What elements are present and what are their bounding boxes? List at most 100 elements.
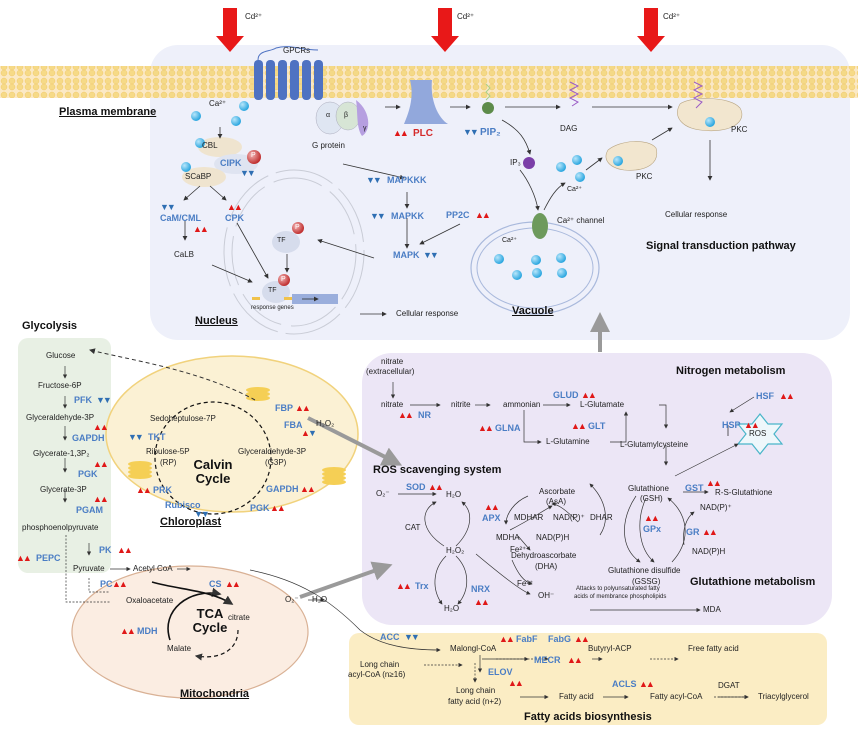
hsf-label: HSF (756, 391, 774, 401)
calvin-cycle-label: Calvin Cycle (193, 457, 233, 486)
sedo-label: Sedoheptulose-7P (150, 414, 216, 423)
pkc-membrane (677, 98, 743, 132)
cam-cml-label: CaM/CML (160, 213, 201, 223)
ros-star (736, 413, 784, 455)
fatty-acyl-coa-label: Fatty acyl-CoA (650, 692, 703, 701)
cd-label-2: Cd²⁺ (457, 12, 475, 21)
lcfa-label-2: fatty acid (n+2) (448, 697, 502, 706)
o2-mito-label: O₂⁻ (285, 595, 299, 604)
glutathione-title: Glutathione metabolism (690, 576, 816, 588)
acc-label: ACC (380, 632, 400, 642)
ros-title: ROS scavenging system (373, 464, 502, 476)
cd-arrow-3 (637, 8, 665, 52)
ca-label-1: Ca²⁺ (209, 99, 227, 108)
free-fa-label: Free fatty acid (688, 644, 739, 653)
g-beta-label: β (344, 112, 349, 119)
fbp-label: FBP (275, 403, 293, 413)
nitrite-label: nitrite (451, 400, 471, 409)
pc-up-icon: ▲▲ (112, 579, 128, 589)
pfk-label: PFK (74, 395, 92, 405)
oxaloacetate-label: Oxaloacetate (126, 596, 174, 605)
oh-label: OH⁻ (538, 591, 555, 600)
pp2c-up-icon: ▲▲ (475, 210, 491, 220)
mdh-label: MDH (137, 626, 158, 636)
ros-label: ROS (749, 429, 767, 438)
acls-up-icon: ▲▲ (639, 679, 655, 689)
pfk-down-icon: ▼▼ (96, 395, 112, 405)
glyco-step-13bpg: Glycerate-1,3P₂ (33, 449, 90, 458)
acls-label: ACLS (612, 679, 637, 689)
cd-arrow-1 (216, 8, 244, 52)
glud-up-icon: ▲▲ (581, 390, 597, 400)
fba-label: FBA (284, 420, 303, 430)
ca-channel (532, 213, 548, 239)
elov-up-icon: ▲▲ (508, 678, 524, 688)
pip2-label: PIP₂ (480, 127, 501, 138)
vacuole-label: Vacuole (512, 305, 554, 317)
tf-label-2: TF (268, 287, 277, 294)
gpcr-receptor (254, 46, 323, 100)
dha-label: (DHA) (535, 562, 558, 571)
elov-label: ELOV (488, 667, 513, 677)
pgk-chloro-label: PGK (250, 503, 270, 513)
sod-up-icon: ▲▲ (428, 482, 444, 492)
plasma-membrane-label: Plasma membrane (59, 106, 157, 118)
g-protein-label: G protein (312, 141, 345, 150)
mecr-label: MECR (534, 655, 561, 665)
apx-label: APX (482, 513, 501, 523)
nitrogen-title: Nitrogen metabolism (676, 365, 786, 377)
cpk-up-icon: ▲▲ (227, 202, 243, 212)
lc-acyl-label-1: Long chain (360, 660, 400, 669)
cd-arrow-2 (431, 8, 459, 52)
gr-label: GR (686, 527, 700, 537)
dgat-label: DGAT (718, 681, 740, 690)
chloroplast-label: Chloroplast (160, 516, 222, 528)
cd-label-1: Cd²⁺ (245, 12, 263, 21)
nadp-plus-ros-label: NAD(P)⁺ (553, 513, 585, 522)
ammonian-label: ammonian (503, 400, 541, 409)
pkc-label-1: PKC (731, 125, 748, 134)
gpcrs-label: GPCRs (283, 46, 311, 55)
apx-up-icon: ▲▲ (484, 502, 500, 512)
pgk-label: PGK (78, 469, 98, 479)
h2o-ros-label-1: H₂O (446, 490, 462, 499)
tca-cycle-label: TCA Cycle (192, 606, 228, 635)
trx-up-icon: ▲▲ (396, 581, 412, 591)
glud-label: GLUD (553, 390, 579, 400)
cam-up-icon: ▲▲ (193, 224, 209, 234)
fe2-label: Fe²⁺ (510, 545, 527, 554)
plc-label: PLC (413, 128, 433, 139)
fabf-up-icon: ▲▲ (499, 634, 515, 644)
nrx-up-icon: ▲▲ (474, 597, 490, 607)
dag-lipid (568, 81, 580, 107)
rsg-label: R-S-Glutathione (715, 488, 773, 497)
extracellular-label: (extracellular) (366, 367, 415, 376)
pgk-up-icon: ▲▲ (93, 459, 109, 469)
glna-label: GLNA (495, 423, 521, 433)
fatty-title: Fatty acids biosynthesis (524, 711, 652, 723)
gssg-name-label: Glutathione disulfide (608, 566, 681, 575)
mapkk-label: MAPKK (391, 211, 424, 221)
citrate-label: citrate (228, 613, 250, 622)
cipk-down-icon: ▼▼ (240, 168, 256, 178)
p-label-1: P (295, 224, 300, 231)
tca-cycle-loop (167, 587, 222, 641)
gapdh-chloro-label: GAPDH (266, 484, 299, 494)
pgam-label: PGAM (76, 505, 103, 515)
nr-label: NR (418, 410, 431, 420)
cellular-response-2: Cellular response (396, 309, 459, 318)
asa-label: (AsA) (546, 497, 566, 506)
calb-label: CaLB (174, 250, 195, 259)
ca-channel-label: Ca²⁺ channel (557, 216, 605, 225)
pyruvate-label: Pyruvate (73, 564, 105, 573)
scabp-label: SCaBP (185, 172, 212, 181)
glutamine-label: L-Glutamine (546, 437, 590, 446)
fatty-acid-panel (349, 633, 827, 725)
fabg-up-icon: ▲▲ (574, 634, 590, 644)
ascorbate-label: Ascorbate (539, 487, 576, 496)
g3p-chloro-label: Glyceraldehyde-3P (238, 447, 307, 456)
glyco-step-pep: phosphoenolpyruvate (22, 523, 99, 532)
gsh-name-label: Glutathione (628, 484, 669, 493)
pgk-chloro-up-icon: ▲▲ (270, 503, 286, 513)
